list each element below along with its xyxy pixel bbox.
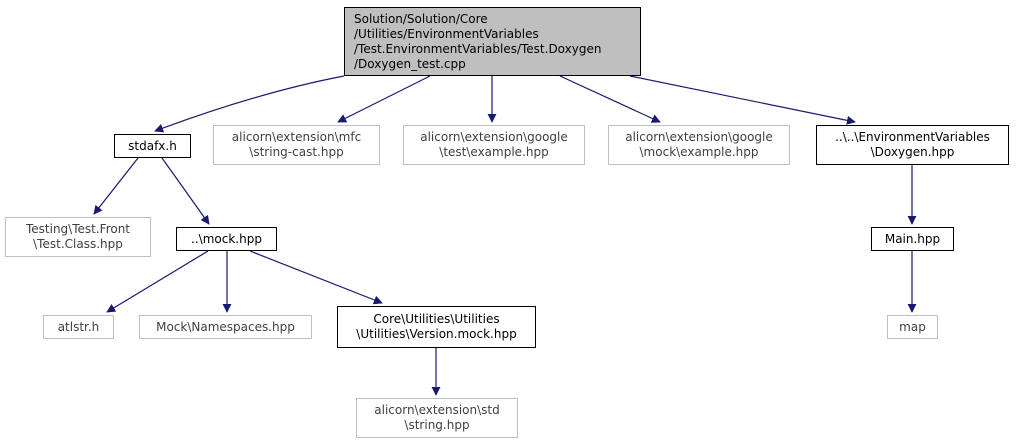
node-line: alicorn\extension\std	[374, 403, 500, 417]
node-line: \Utilities\Version.mock.hpp	[356, 327, 517, 341]
node-line: Core\Utilities\Utilities	[373, 312, 500, 326]
node-version-mock[interactable]: Core\Utilities\Utilities \Utilities\Vers…	[337, 306, 536, 348]
node-string-cast: alicorn\extension\mfc \string-cast.hpp	[213, 125, 380, 165]
node-map: map	[887, 315, 938, 339]
node-main-hpp[interactable]: Main.hpp	[871, 227, 954, 251]
node-line: map	[899, 319, 926, 334]
node-environment-variables-doxygen[interactable]: ..\..\EnvironmentVariables \Doxygen.hpp	[816, 125, 1009, 165]
node-line: /Doxygen_test.cpp	[354, 56, 466, 71]
node-line: \string.hpp	[404, 418, 470, 432]
node-google-mock-example: alicorn\extension\google \mock\example.h…	[608, 125, 790, 165]
edge-mock-hpp-to-atlstr	[106, 250, 209, 313]
node-stdafx[interactable]: stdafx.h	[114, 134, 191, 158]
node-line: \mock\example.hpp	[639, 145, 759, 159]
edge-root-to-google-mock	[559, 75, 661, 123]
edge-root-to-string-cast	[337, 75, 431, 123]
node-line: \Test.Class.hpp	[33, 237, 123, 251]
edge-stdafx-to-mock-hpp	[161, 157, 210, 225]
node-google-test-example: alicorn\extension\google \test\example.h…	[403, 125, 585, 165]
node-line: \test\example.hpp	[439, 145, 549, 159]
node-line: Solution/Solution/Core	[354, 11, 488, 26]
node-line: alicorn\extension\google	[625, 130, 773, 144]
edge-root-to-stdafx	[154, 75, 345, 133]
node-line: Testing\Test.Front	[25, 222, 131, 236]
node-line: Mock\Namespaces.hpp	[156, 319, 295, 334]
node-line: stdafx.h	[128, 138, 177, 153]
node-mock-hpp[interactable]: ..\mock.hpp	[176, 227, 277, 251]
node-line: alicorn\extension\mfc	[231, 130, 362, 144]
edge-root-to-env-doxygen	[629, 75, 856, 125]
edge-mock-hpp-to-version	[249, 250, 383, 305]
edge-stdafx-to-test-class	[93, 157, 139, 215]
node-atlstr: atlstr.h	[43, 315, 114, 339]
node-line: /Test.EnvironmentVariables/Test.Doxygen	[354, 41, 602, 56]
node-line: alicorn\extension\google	[420, 130, 568, 144]
node-line: atlstr.h	[57, 319, 100, 334]
node-line: ..\mock.hpp	[191, 231, 262, 246]
node-root-file[interactable]: Solution/Solution/Core /Utilities/Enviro…	[344, 7, 641, 76]
node-line: \Doxygen.hpp	[870, 145, 955, 159]
node-test-class: Testing\Test.Front \Test.Class.hpp	[5, 217, 151, 257]
node-line: Main.hpp	[884, 231, 941, 246]
node-std-string: alicorn\extension\std \string.hpp	[356, 398, 518, 438]
node-line: /Utilities/EnvironmentVariables	[354, 26, 539, 41]
node-line: \string-cast.hpp	[249, 145, 344, 159]
node-line: ..\..\EnvironmentVariables	[835, 130, 990, 144]
node-mock-namespaces: Mock\Namespaces.hpp	[139, 315, 312, 339]
